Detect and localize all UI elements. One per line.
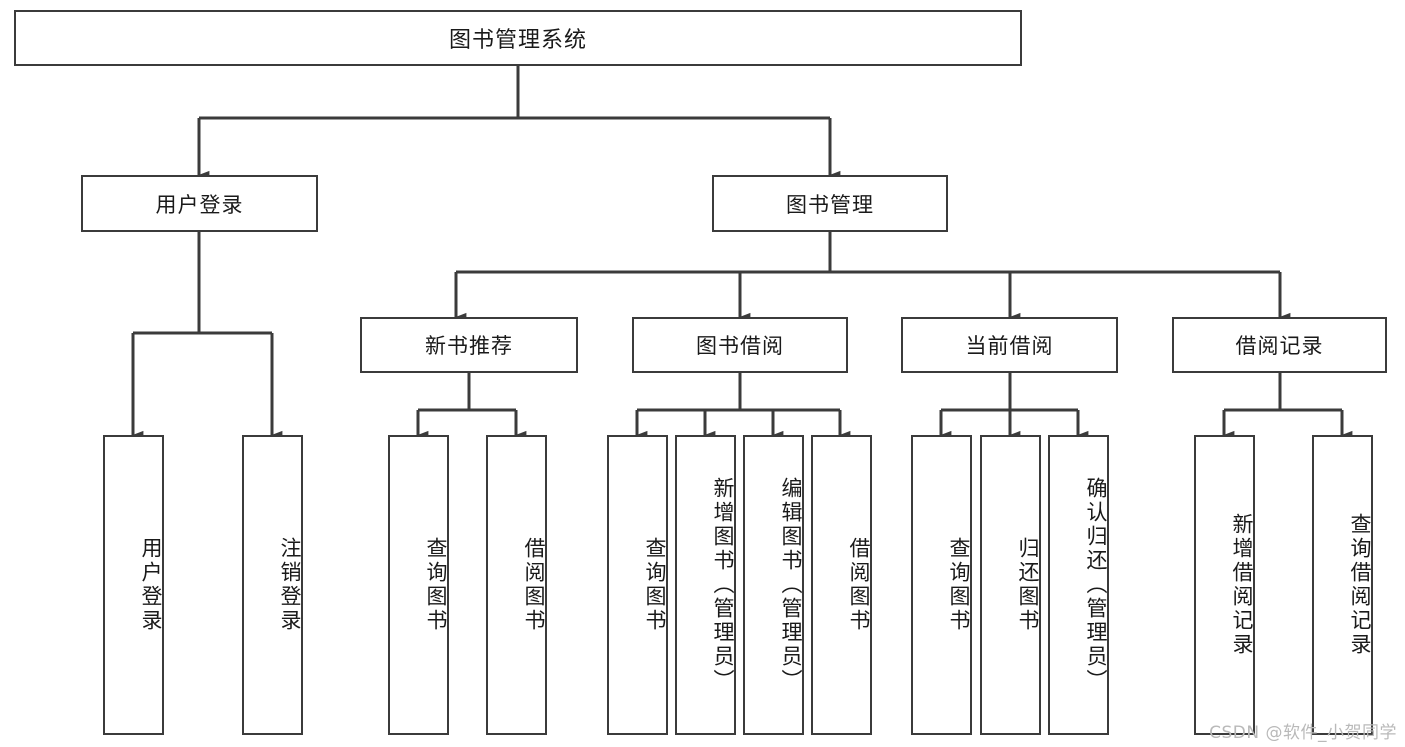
csdn-watermark: CSDN @软件_小贺同学 (1209, 723, 1397, 743)
node-leaf-query-book-3[interactable]: 查询图书 (911, 435, 972, 735)
node-leaf-return-book[interactable]: 归还图书 (980, 435, 1041, 735)
node-current-borrow[interactable]: 当前借阅 (901, 317, 1118, 373)
node-leaf-confirm-return[interactable]: 确认归还（管理员） (1048, 435, 1109, 735)
node-book-management-label: 图书管理 (786, 192, 874, 217)
node-user-login[interactable]: 用户登录 (81, 175, 318, 232)
node-leaf-user-login[interactable]: 用户登录 (103, 435, 164, 735)
node-leaf-query-record-label: 查询借阅记录 (1348, 513, 1372, 657)
node-leaf-return-book-label: 归还图书 (1016, 537, 1040, 633)
node-leaf-query-book-2-label: 查询图书 (643, 537, 667, 633)
node-book-borrow-label: 图书借阅 (696, 334, 784, 358)
node-leaf-borrow-book-1[interactable]: 借阅图书 (486, 435, 547, 735)
node-book-borrow[interactable]: 图书借阅 (632, 317, 848, 373)
node-current-borrow-label: 当前借阅 (965, 334, 1054, 358)
node-leaf-edit-book-label: 编辑图书（管理员） (779, 477, 803, 693)
node-leaf-query-book-2[interactable]: 查询图书 (607, 435, 668, 735)
node-leaf-borrow-book-1-label: 借阅图书 (522, 537, 546, 633)
node-root-label: 图书管理系统 (448, 28, 587, 53)
node-leaf-logout-label: 注销登录 (278, 537, 302, 633)
node-new-book-recommend-label: 新书推荐 (425, 334, 513, 358)
node-leaf-logout[interactable]: 注销登录 (242, 435, 303, 735)
node-borrow-record[interactable]: 借阅记录 (1172, 317, 1387, 373)
node-leaf-query-record[interactable]: 查询借阅记录 (1312, 435, 1373, 735)
node-leaf-add-record[interactable]: 新增借阅记录 (1194, 435, 1255, 735)
node-leaf-borrow-book-2[interactable]: 借阅图书 (811, 435, 872, 735)
node-leaf-add-book-label: 新增图书（管理员） (711, 477, 735, 693)
node-leaf-user-login-label: 用户登录 (139, 537, 163, 633)
node-leaf-add-book[interactable]: 新增图书（管理员） (675, 435, 736, 735)
node-user-login-label: 用户登录 (155, 192, 244, 217)
node-leaf-query-book-1[interactable]: 查询图书 (388, 435, 449, 735)
node-leaf-confirm-return-label: 确认归还（管理员） (1084, 477, 1108, 693)
node-leaf-edit-book[interactable]: 编辑图书（管理员） (743, 435, 804, 735)
node-borrow-record-label: 借阅记录 (1235, 334, 1324, 358)
node-book-management[interactable]: 图书管理 (712, 175, 948, 232)
node-root[interactable]: 图书管理系统 (14, 10, 1022, 66)
node-leaf-query-book-1-label: 查询图书 (424, 537, 448, 633)
node-leaf-borrow-book-2-label: 借阅图书 (847, 537, 871, 633)
node-new-book-recommend[interactable]: 新书推荐 (360, 317, 578, 373)
node-leaf-add-record-label: 新增借阅记录 (1230, 513, 1254, 657)
node-leaf-query-book-3-label: 查询图书 (947, 537, 971, 633)
